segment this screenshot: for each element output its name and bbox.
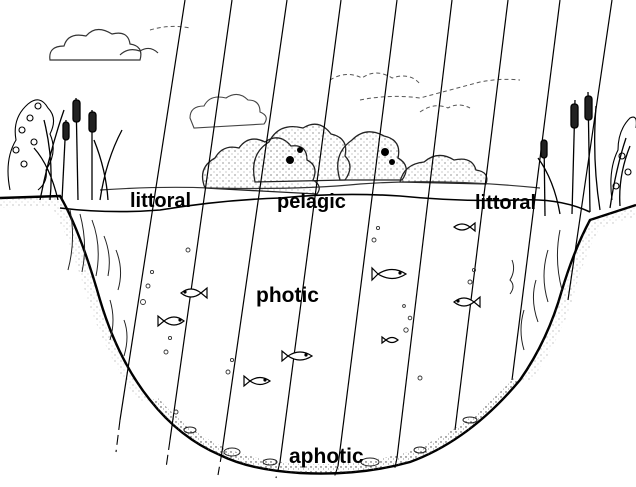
- shrub-icon: [611, 117, 636, 200]
- zone-label-photic: photic: [256, 285, 319, 306]
- fish-icon: [454, 297, 480, 307]
- cloud-icon: [150, 26, 520, 112]
- fish-icon: [158, 316, 184, 326]
- fish-icon: [181, 288, 207, 298]
- zone-label-aphotic: aphotic: [289, 446, 364, 467]
- shrub-icon: [203, 124, 487, 194]
- shrub-icon: [8, 100, 54, 190]
- zone-label-littoral-left: littoral: [130, 191, 191, 211]
- sunlight-ray: [120, 0, 612, 466]
- fish-icon: [282, 351, 312, 361]
- fish-icon: [382, 337, 398, 343]
- fish-icon: [244, 376, 270, 386]
- cattail-icon: [34, 98, 122, 200]
- distant-shore: [100, 182, 540, 190]
- cloud-icon: [50, 29, 158, 60]
- zone-label-littoral-right: littoral: [475, 193, 536, 213]
- zone-label-pelagic: pelagic: [277, 192, 346, 212]
- bubbles: [141, 226, 476, 414]
- fish-icon: [372, 268, 406, 280]
- lake-basin: [0, 196, 636, 474]
- cloud-icon: [190, 94, 266, 128]
- fish-icon: [454, 223, 475, 231]
